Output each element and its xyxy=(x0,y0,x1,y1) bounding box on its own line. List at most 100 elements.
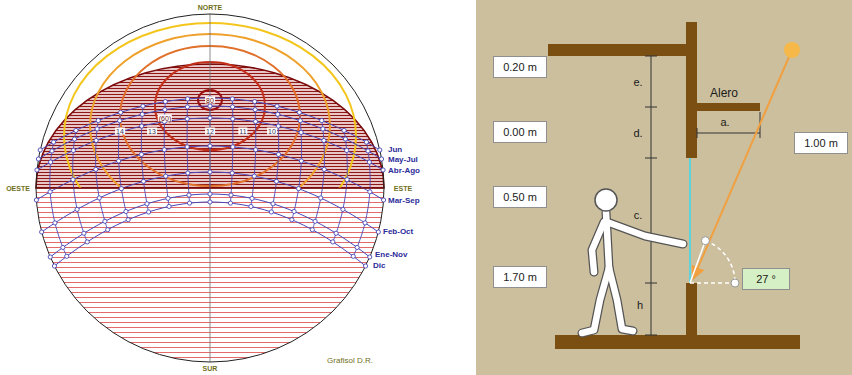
hour-dot xyxy=(274,179,278,183)
hour-dot xyxy=(85,240,89,244)
hour-dot xyxy=(141,104,145,108)
hour-dot xyxy=(103,219,107,223)
hour-dot xyxy=(252,174,256,178)
hour-dot xyxy=(254,148,258,152)
hour-dot xyxy=(40,230,44,234)
hour-dot xyxy=(119,110,123,114)
hour-dot xyxy=(230,97,234,101)
hour-dot xyxy=(185,117,189,121)
hour-dot xyxy=(75,207,79,211)
hour-dot xyxy=(381,198,385,202)
hour-dot xyxy=(38,148,42,152)
value-text: 0.00 m xyxy=(503,127,537,138)
hour-dot xyxy=(322,167,326,171)
month-label: Dic xyxy=(372,262,386,270)
hour-dot xyxy=(74,128,78,132)
month-label: Feb-Oct xyxy=(382,228,414,236)
hour-dot xyxy=(35,168,39,172)
hour-dot xyxy=(297,110,301,114)
hour-dot xyxy=(140,112,144,116)
hour-dot xyxy=(186,97,190,101)
dimension-letter: d. xyxy=(632,128,643,139)
hour-dot xyxy=(186,171,190,175)
credit-note: Grafisol D.R. xyxy=(326,357,374,365)
hour-dot xyxy=(187,201,191,205)
hour-dot xyxy=(82,231,86,235)
hour-dot xyxy=(208,192,212,196)
hour-line xyxy=(333,130,348,241)
input-box: 0.20 m xyxy=(493,56,547,78)
hour-dot xyxy=(208,144,212,148)
dimension-letter: e. xyxy=(632,77,643,88)
hour-dot xyxy=(276,112,280,116)
contour-value: 80 xyxy=(205,97,215,104)
hour-number: 11 xyxy=(238,128,247,135)
hour-dot xyxy=(97,196,101,200)
hour-dot xyxy=(253,108,257,112)
floor-slab xyxy=(555,335,800,349)
hour-dot xyxy=(71,178,75,182)
sun-chart xyxy=(34,14,385,362)
hour-dot xyxy=(208,116,212,120)
hour-dot xyxy=(228,201,232,205)
hour-dot xyxy=(48,255,52,259)
angle-indicator xyxy=(690,237,739,287)
hour-dot xyxy=(95,127,99,131)
hour-dot xyxy=(253,100,257,104)
value-text: 0.50 m xyxy=(503,192,537,203)
height-dimension xyxy=(645,56,657,335)
person-figure xyxy=(582,189,683,333)
hour-dot xyxy=(71,148,75,152)
hour-dot xyxy=(271,202,275,206)
hour-dot xyxy=(249,204,253,208)
hour-dot xyxy=(276,152,280,156)
compass-label: ESTE xyxy=(393,185,413,192)
hour-dot xyxy=(50,149,54,153)
hour-dot xyxy=(229,193,233,197)
sun-symbol xyxy=(784,42,800,58)
lower-wall xyxy=(686,283,697,335)
hour-dot xyxy=(322,138,326,142)
value-text: 1.00 m xyxy=(804,138,838,149)
input-box: 0.00 m xyxy=(493,121,547,143)
hour-dot xyxy=(52,140,56,144)
hour-line xyxy=(96,121,108,230)
hour-dot xyxy=(342,128,346,132)
overhang-section xyxy=(476,0,852,375)
hour-dot xyxy=(290,218,294,222)
chart-ground xyxy=(36,14,384,362)
hour-dot xyxy=(139,152,143,156)
hour-dot xyxy=(313,219,317,223)
hour-dot xyxy=(343,137,347,141)
compass-label: NORTE xyxy=(197,4,224,11)
dimension-letter: c. xyxy=(633,210,644,221)
hour-dot xyxy=(231,117,235,121)
hour-dot xyxy=(230,171,234,175)
part-name: Alero xyxy=(709,87,739,99)
hour-dot xyxy=(106,228,110,232)
hour-dot xyxy=(163,100,167,104)
value-text: 1.70 m xyxy=(503,272,537,283)
hour-dot xyxy=(269,210,273,214)
hour-line xyxy=(141,106,148,212)
dimension-letter: a. xyxy=(719,117,730,128)
input-box: 1.70 m xyxy=(493,266,547,288)
hour-number: 10 xyxy=(267,128,277,135)
hour-dot xyxy=(378,148,382,152)
hour-dot xyxy=(299,159,303,163)
hour-dot xyxy=(275,104,279,108)
hour-line xyxy=(292,112,302,219)
hour-dot xyxy=(48,160,52,164)
hour-dot xyxy=(145,202,149,206)
hour-dot xyxy=(368,255,372,259)
hour-dot xyxy=(366,149,370,153)
angle-box: 27 ° xyxy=(742,268,790,290)
hour-dot xyxy=(299,130,303,134)
hour-dot xyxy=(140,124,144,128)
hour-dot xyxy=(94,138,98,142)
hour-dot xyxy=(368,190,372,194)
value-text: 27 ° xyxy=(756,274,776,285)
hour-dot xyxy=(167,204,171,208)
hour-dot xyxy=(208,200,212,204)
